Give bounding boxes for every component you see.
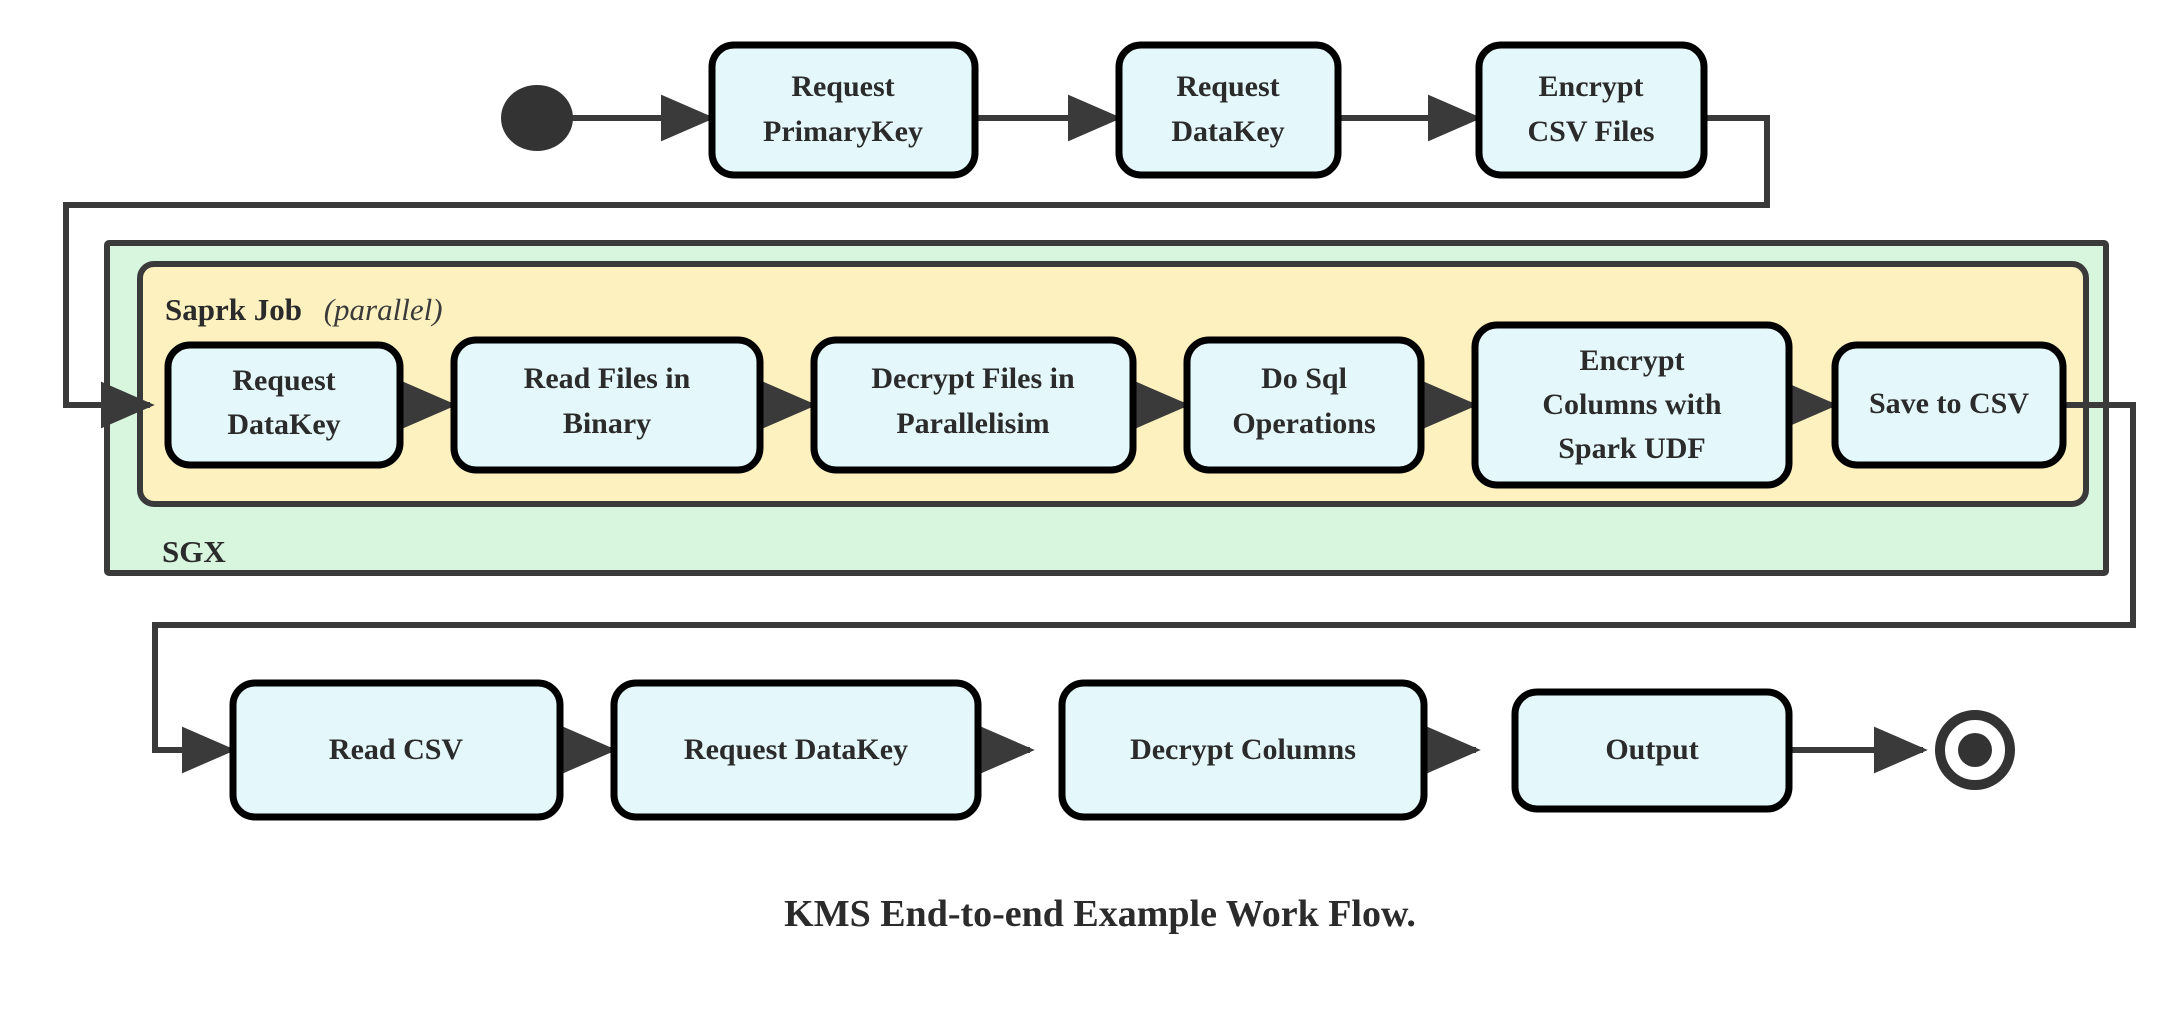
node-request-primarykey-line1: Request: [791, 70, 894, 103]
node-decrypt-files-in-parallelisim-line1: Decrypt Files in: [871, 362, 1075, 395]
node-encrypt-columns-with-spark-udf-line3: Spark UDF: [1558, 432, 1706, 465]
node-save-to-csv-box[interactable]: [1831, 341, 2067, 469]
node-decrypt-files-in-parallelisim-box[interactable]: [810, 336, 1137, 474]
end-node: [1935, 710, 2015, 790]
node-request-datakey-spark-box[interactable]: [164, 341, 404, 469]
node-request-datakey-top-line1: Request: [1176, 70, 1279, 103]
edge-layer: [63, 94, 2136, 774]
node-decrypt-files-in-parallelisim-line2: Parallelisim: [896, 407, 1049, 440]
node-do-sql-operations-line2: Operations: [1232, 407, 1375, 440]
row-bottom: Read CSV Request DataKey Decrypt Columns…: [229, 679, 1793, 821]
start-node: [501, 85, 573, 151]
node-read-files-in-binary-line1: Read Files in: [524, 362, 691, 395]
node-decrypt-columns-label: Decrypt Columns: [1130, 733, 1356, 766]
node-read-files-in-binary-box[interactable]: [450, 336, 764, 474]
node-read-csv-label: Read CSV: [329, 733, 464, 766]
node-encrypt-csv-files-box[interactable]: [1475, 41, 1708, 179]
node-save-to-csv[interactable]: Save to CSV: [1831, 341, 2067, 469]
node-read-files-in-binary-line2: Binary: [563, 407, 651, 440]
node-request-primarykey-line2: PrimaryKey: [763, 115, 923, 148]
node-do-sql-operations[interactable]: Do Sql Operations: [1183, 336, 1425, 474]
node-do-sql-operations-box[interactable]: [1183, 336, 1425, 474]
node-encrypt-csv-files[interactable]: Encrypt CSV Files: [1475, 41, 1708, 179]
node-output-label: Output: [1605, 733, 1698, 766]
node-read-csv-box[interactable]: [229, 679, 564, 821]
row-top: Request PrimaryKey Request DataKey Encry…: [708, 41, 1708, 179]
node-request-primarykey[interactable]: Request PrimaryKey: [708, 41, 979, 179]
node-request-datakey-spark-line1: Request: [232, 364, 335, 397]
node-encrypt-columns-with-spark-udf-line2: Columns with: [1542, 388, 1722, 421]
node-read-csv[interactable]: Read CSV: [229, 679, 564, 821]
node-request-datakey-top[interactable]: Request DataKey: [1115, 41, 1342, 179]
node-encrypt-columns-with-spark-udf[interactable]: Encrypt Columns with Spark UDF: [1471, 321, 1793, 489]
node-read-files-in-binary[interactable]: Read Files in Binary: [450, 336, 764, 474]
node-request-datakey-bottom-box[interactable]: [610, 679, 982, 821]
node-do-sql-operations-line1: Do Sql: [1261, 362, 1347, 395]
node-request-datakey-top-line2: DataKey: [1171, 115, 1284, 148]
node-request-datakey-spark-line2: DataKey: [227, 408, 340, 441]
node-request-primarykey-box[interactable]: [708, 41, 979, 179]
edge-encrypt-csv-to-spark-datakey: [63, 115, 1770, 429]
node-request-datakey-bottom[interactable]: Request DataKey: [610, 679, 982, 821]
edge-save-csv-to-read-csv: [152, 402, 2136, 774]
node-decrypt-columns[interactable]: Decrypt Columns: [1058, 679, 1428, 821]
spark-label-italic: (parallel): [324, 292, 443, 327]
sgx-container-label: SGX: [162, 534, 226, 569]
node-encrypt-columns-with-spark-udf-line1: Encrypt: [1580, 344, 1685, 377]
row-middle: Request DataKey Read Files in Binary Dec…: [164, 321, 2067, 489]
node-encrypt-csv-files-line1: Encrypt: [1539, 70, 1644, 103]
node-request-datakey-top-box[interactable]: [1115, 41, 1342, 179]
node-output-box[interactable]: [1511, 688, 1793, 813]
node-decrypt-files-in-parallelisim[interactable]: Decrypt Files in Parallelisim: [810, 336, 1137, 474]
node-output[interactable]: Output: [1511, 688, 1793, 813]
node-decrypt-columns-box[interactable]: [1058, 679, 1428, 821]
node-save-to-csv-label: Save to CSV: [1869, 387, 2029, 420]
spark-label-bold: Saprk Job: [165, 292, 302, 327]
node-request-datakey-spark[interactable]: Request DataKey: [164, 341, 404, 469]
node-request-datakey-bottom-label: Request DataKey: [684, 733, 908, 766]
spark-container-label: Saprk Job (parallel): [165, 292, 443, 327]
figure-caption: KMS End-to-end Example Work Flow.: [784, 893, 1416, 935]
node-encrypt-csv-files-line2: CSV Files: [1528, 115, 1655, 148]
node-encrypt-columns-with-spark-udf-box[interactable]: [1471, 321, 1793, 489]
end-node-core: [1958, 733, 1992, 767]
